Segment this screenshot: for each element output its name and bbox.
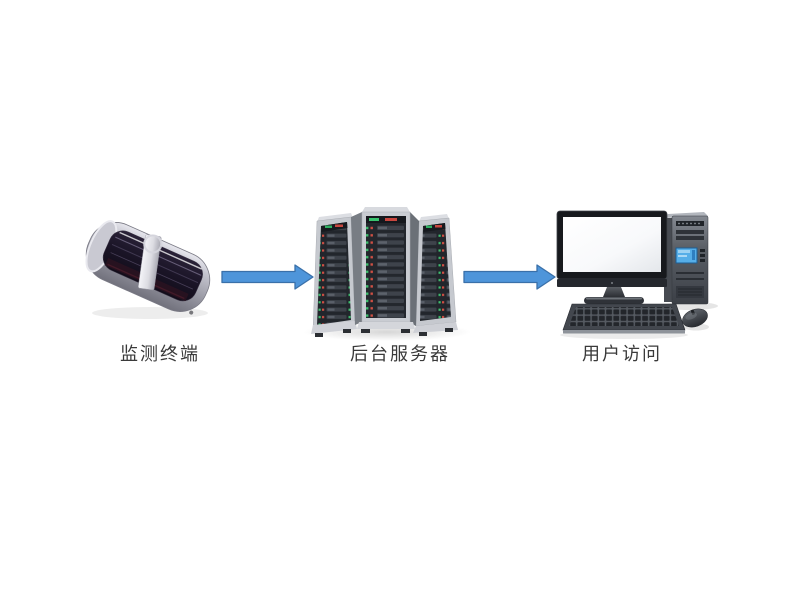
server-tower-middle: [351, 207, 419, 333]
computer-keyboard: [560, 303, 688, 339]
desktop-computer-icon: [556, 210, 718, 339]
monitor-screen: [563, 217, 661, 272]
computer-tower: [662, 212, 718, 310]
server-tower-right: [408, 214, 458, 336]
arrow-right-icon: [221, 264, 314, 290]
monitoring-terminal-icon: [85, 220, 211, 319]
computer-monitor: [556, 210, 668, 309]
arrow-right-icon: [463, 264, 556, 290]
server-rack-icon: [303, 207, 471, 341]
arrow-server-to-user: [463, 264, 556, 290]
server-tower-left: [311, 213, 362, 337]
label-monitoring-terminal: 监测终端: [120, 344, 200, 364]
computer-mouse: [682, 308, 709, 331]
label-user-access: 用户访问: [582, 344, 662, 364]
label-backend-server: 后台服务器: [350, 344, 450, 364]
arrow-terminal-to-server: [221, 264, 314, 290]
